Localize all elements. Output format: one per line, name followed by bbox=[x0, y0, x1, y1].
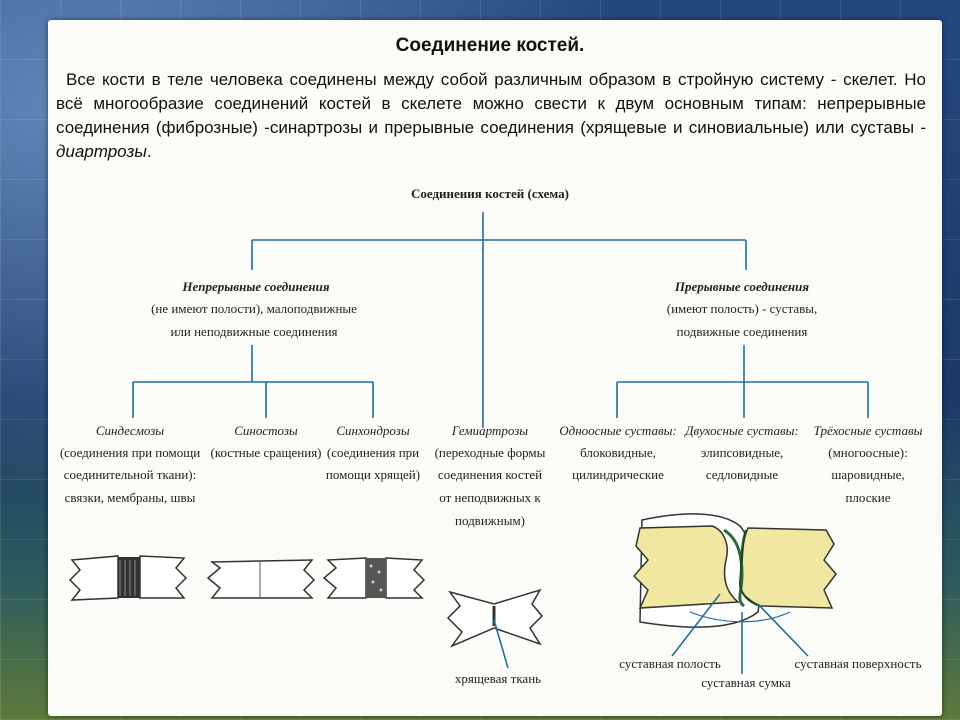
continuous-joints-node: Непрерывные соединения (не имеют полости… bbox=[151, 279, 357, 339]
syndesmosis-line-3: связки, мембраны, швы bbox=[65, 490, 196, 505]
uniaxial-joints-node: Одноосные суставы: блоковидные, цилиндри… bbox=[559, 423, 677, 482]
syndesmosis-illustration bbox=[68, 555, 188, 601]
intro-end: . bbox=[146, 142, 152, 161]
intro-text: Все кости в теле человека соединены межд… bbox=[56, 70, 926, 137]
intro-term: диартрозы bbox=[56, 142, 147, 161]
biaxial-joints-line-2: седловидные bbox=[706, 467, 779, 482]
joint-capsule-label: суставная сумка bbox=[701, 675, 791, 690]
synchondrosis-line-2: помощи хрящей) bbox=[326, 467, 420, 482]
hemiarthrosis-illustration: хрящевая ткань bbox=[446, 588, 544, 686]
biaxial-joints-line-1: элипсовидные, bbox=[701, 445, 783, 460]
syndesmosis-line-2: соединительной ткани): bbox=[64, 467, 196, 482]
discontinuous-joints-desc-2: подвижные соединения bbox=[677, 324, 808, 339]
slide-title: Соединение костей. bbox=[395, 35, 585, 56]
triaxial-joints-line-1: (многоосные): bbox=[828, 445, 908, 460]
triaxial-joints-node: Трёхосные суставы (многоосные): шаровидн… bbox=[814, 423, 923, 505]
synovial-joint-illustration: суставная полость суставная сумка сустав… bbox=[619, 513, 922, 690]
synostosis-title: Синостозы bbox=[234, 423, 298, 438]
syndesmosis-line-1: (соединения при помощи bbox=[60, 445, 200, 460]
cartilage-label: хрящевая ткань bbox=[455, 671, 541, 686]
discontinuous-joints-node: Прерывные соединения (имеют полость) - с… bbox=[667, 279, 818, 339]
hemiarthrosis-line-2: соединения костей bbox=[438, 467, 542, 482]
biaxial-joints-node: Двухосные суставы: элипсовидные, седлови… bbox=[683, 423, 799, 482]
triaxial-joints-line-2: шаровидные, bbox=[831, 467, 904, 482]
hemiarthrosis-line-1: (переходные формы bbox=[435, 445, 546, 460]
triaxial-joints-line-3: плоские bbox=[845, 490, 890, 505]
continuous-joints-desc-1: (не имеют полости), малоподвижные bbox=[151, 301, 357, 316]
synchondrosis-line-1: (соединения при bbox=[327, 445, 419, 460]
synostosis-illustration bbox=[206, 559, 316, 599]
synchondrosis-illustration bbox=[322, 557, 426, 599]
joint-surface-label: суставная поверхность bbox=[794, 656, 921, 671]
continuous-joints-title: Непрерывные соединения bbox=[181, 279, 329, 294]
uniaxial-joints-title: Одноосные суставы: bbox=[559, 423, 677, 438]
synchondrosis-node: Синхондрозы (соединения при помощи хряще… bbox=[326, 423, 420, 482]
syndesmosis-title: Синдесмозы bbox=[96, 423, 164, 438]
synchondrosis-title: Синхондрозы bbox=[336, 423, 409, 438]
synostosis-line-1: (костные сращения) bbox=[210, 445, 321, 460]
triaxial-joints-title: Трёхосные суставы bbox=[814, 423, 923, 438]
intro-paragraph: Все кости в теле человека соединены межд… bbox=[56, 68, 926, 164]
hemiarthrosis-line-3: от неподвижных к bbox=[439, 490, 541, 505]
discontinuous-joints-desc-1: (имеют полость) - суставы, bbox=[667, 301, 818, 316]
syndesmosis-node: Синдесмозы (соединения при помощи соедин… bbox=[60, 423, 200, 505]
biaxial-joints-title: Двухосные суставы: bbox=[683, 423, 799, 438]
synostosis-node: Синостозы (костные сращения) bbox=[210, 423, 321, 460]
continuous-joints-desc-2: или неподвижные соединения bbox=[170, 324, 337, 339]
hemiarthrosis-node: Гемиартрозы (переходные формы соединения… bbox=[435, 423, 546, 528]
uniaxial-joints-line-2: цилиндрические bbox=[572, 467, 664, 482]
uniaxial-joints-line-1: блоковидные, bbox=[580, 445, 656, 460]
hemiarthrosis-line-4: подвижным) bbox=[455, 513, 525, 528]
hemiarthrosis-title: Гемиартрозы bbox=[451, 423, 528, 438]
discontinuous-joints-title: Прерывные соединения bbox=[674, 279, 809, 294]
joint-cavity-label: суставная полость bbox=[619, 656, 721, 671]
connector-lines bbox=[132, 212, 869, 428]
scheme-title: Соединения костей (схема) bbox=[411, 186, 569, 201]
